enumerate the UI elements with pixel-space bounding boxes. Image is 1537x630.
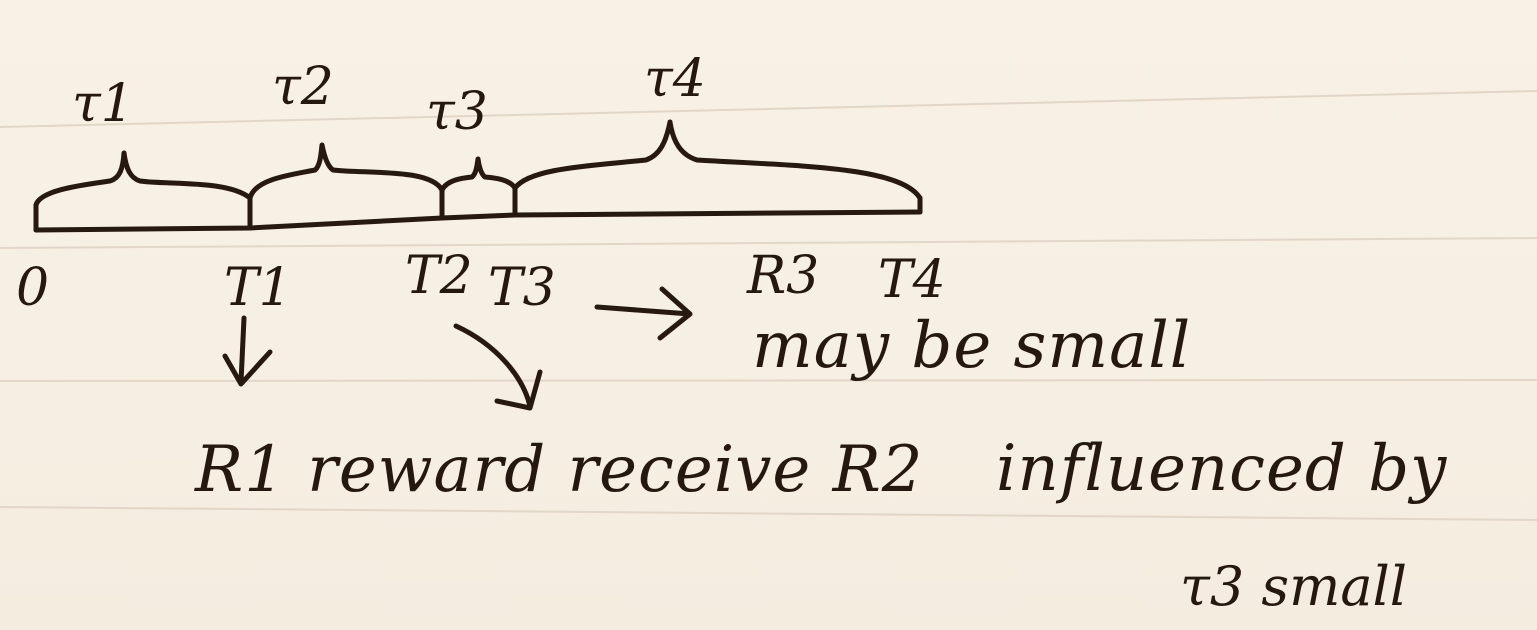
paper-rule-1 (0, 90, 1537, 128)
tau3-label: τ3 (426, 82, 488, 142)
t3-right-arrow (594, 286, 693, 341)
tau2-label: τ2 (272, 57, 334, 117)
small-note: may be small (752, 309, 1191, 383)
reward-note: R1 reward receive R2 (194, 433, 924, 507)
tau4-label: τ4 (644, 49, 706, 109)
tau2-brace (247, 142, 445, 201)
t1-down-arrow (222, 315, 273, 387)
paper-rule-3 (0, 379, 1537, 382)
tick-zero-label: 0 (16, 258, 49, 318)
tau1-label: τ1 (72, 74, 134, 134)
influence-note-line-1: influenced by (996, 432, 1447, 506)
timeline-axis (33, 209, 923, 233)
tick-t3-label: T3 (488, 258, 556, 318)
tau4-brace (512, 119, 923, 201)
t2-arrow (453, 323, 543, 411)
tick-t2-label: T2 (405, 246, 473, 306)
paper-rule-2 (0, 237, 1537, 249)
tick-t1-label: T1 (224, 258, 292, 318)
tick-r3-label: R3 (746, 246, 819, 306)
tick-t4-label: T4 (878, 250, 946, 310)
tau1-brace (33, 150, 253, 208)
tau3-brace (439, 156, 518, 193)
paper-rule-4 (0, 506, 1537, 521)
influence-note-line-2: τ3 small (1180, 555, 1407, 618)
